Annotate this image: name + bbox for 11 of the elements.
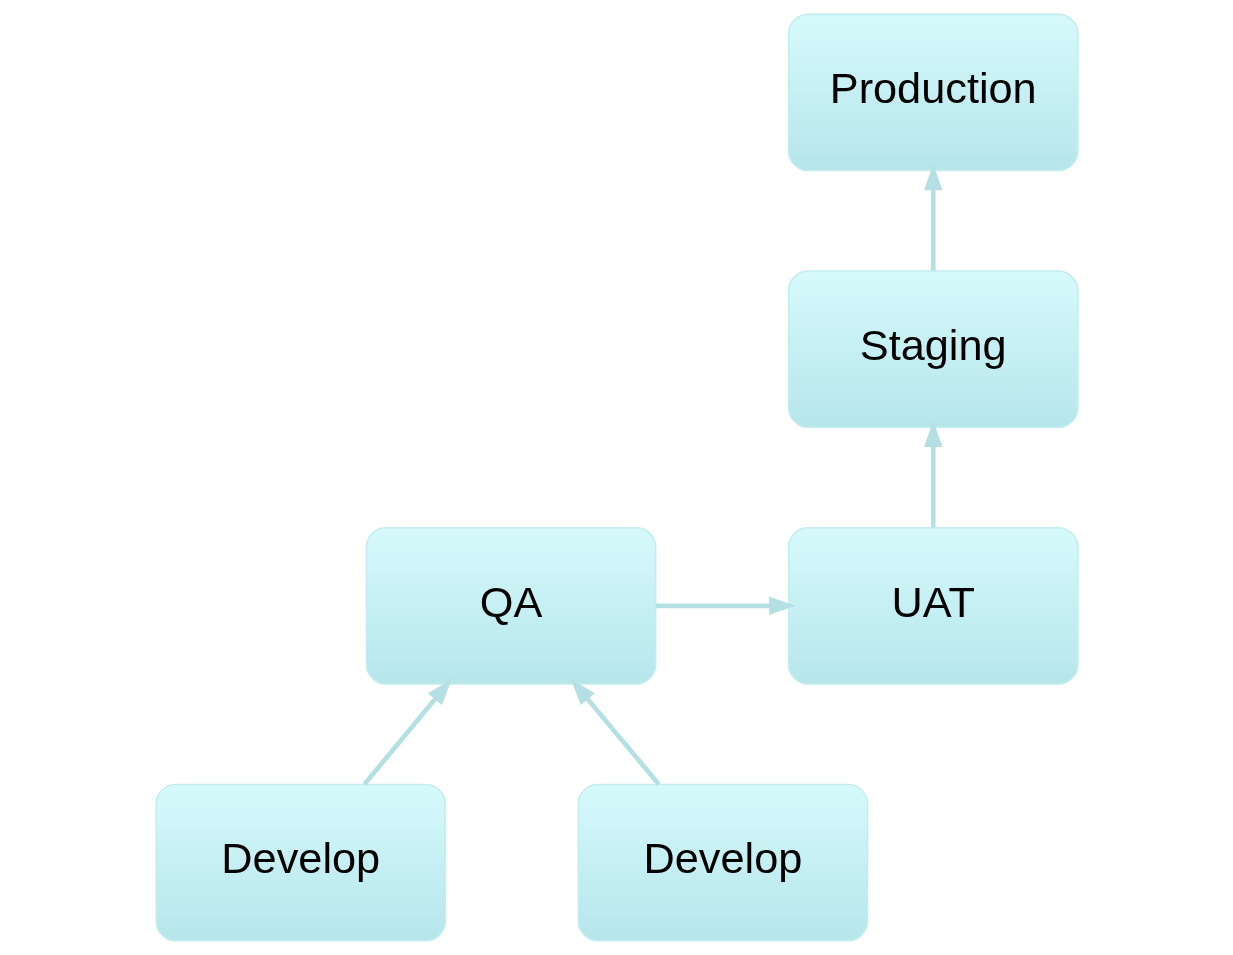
node-box: Staging [787,270,1079,428]
arrow [655,596,796,616]
node-box: QA [365,527,656,685]
arrow [362,678,452,786]
arrow [923,420,942,528]
arrow [570,678,661,786]
node-box: Develop [154,783,446,942]
node-box: Develop [577,783,868,942]
arrow [923,163,942,271]
node-box: Production [787,13,1079,172]
node-box: UAT [787,527,1079,685]
